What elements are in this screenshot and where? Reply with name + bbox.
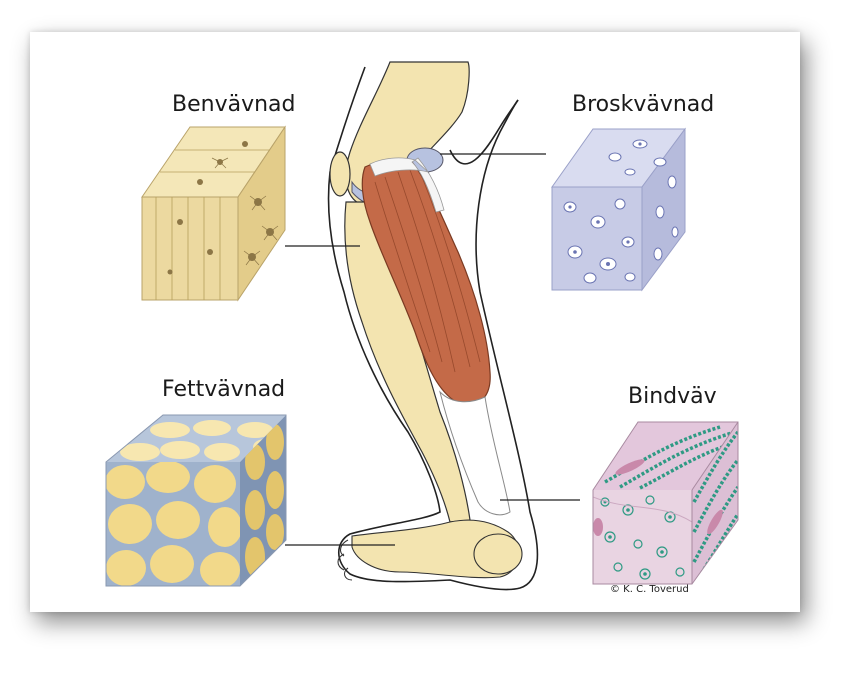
copyright-credit: © K. C. Toverud <box>610 584 689 595</box>
upper-tendons <box>369 157 445 213</box>
cartilage-tissue-cube <box>551 127 686 292</box>
label-cartilage-tissue: Broskvävnad <box>572 92 715 117</box>
leg-illustration <box>327 61 539 591</box>
patella <box>329 151 351 197</box>
bone-tissue-cube <box>141 125 286 302</box>
pointer-lines <box>285 153 580 546</box>
figure-card: Benvävnad Broskvävnad Fettvävnad Bindväv… <box>30 32 800 612</box>
thigh-outline <box>449 99 519 165</box>
label-fat-tissue: Fettvävnad <box>162 377 286 402</box>
fat-tissue-cube <box>105 414 287 587</box>
connective-tissue-cube <box>592 421 739 585</box>
achilles-tendon <box>439 390 511 516</box>
toes <box>337 539 353 581</box>
label-connective-tissue: Bindväv <box>628 384 717 409</box>
label-bone-tissue: Benvävnad <box>172 92 296 117</box>
heel-bone <box>473 533 523 575</box>
tissue-diagram <box>105 61 739 591</box>
muscle-fibers <box>374 169 481 373</box>
leg-skin-outline <box>327 66 539 591</box>
